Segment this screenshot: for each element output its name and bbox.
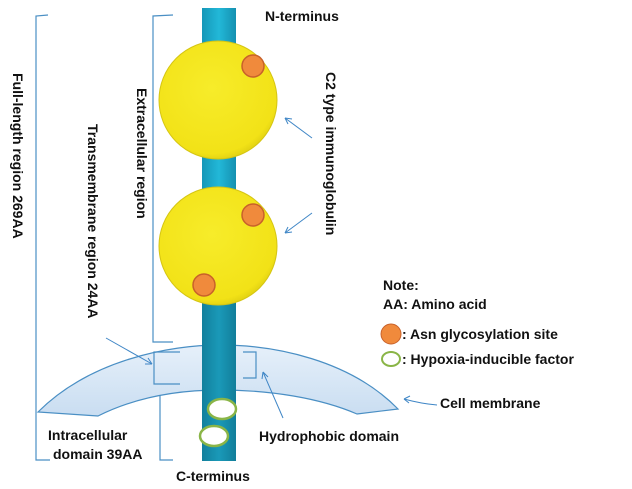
legend-hif-icon	[381, 351, 401, 367]
arrow-c2-domain-1	[284, 117, 313, 139]
cell-membrane-label: Cell membrane	[440, 395, 541, 411]
c2-domain-2	[158, 186, 278, 306]
full-length-bracket-lower	[35, 399, 50, 461]
c2-immunoglobulin-label: C2 type immunoglobulin	[323, 72, 339, 235]
arrow-transmembrane	[105, 337, 153, 365]
hif-site	[198, 424, 230, 448]
intracellular-label-line1: Intracellular	[48, 427, 128, 443]
intracellular-bracket	[159, 391, 173, 461]
hydrophobic-label: Hydrophobic domain	[259, 428, 399, 444]
intracellular-label-line2: domain 39AA	[53, 446, 142, 462]
legend-aa: AA: Amino acid	[383, 296, 487, 312]
hydrophobic-bracket	[243, 351, 257, 379]
legend-glycosylation-label: : Asn glycosylation site	[402, 326, 558, 342]
extracellular-bracket	[152, 14, 174, 343]
legend-hif-label: : Hypoxia-inducible factor	[402, 351, 574, 367]
c-terminus-label: C-terminus	[176, 468, 250, 484]
arrow-cell-membrane	[403, 395, 438, 406]
glycosylation-site	[241, 203, 265, 227]
transmembrane-box	[153, 351, 180, 385]
glycosylation-site	[241, 54, 265, 78]
full-length-bracket	[35, 14, 49, 399]
n-terminus-label: N-terminus	[265, 8, 339, 24]
extracellular-label: Extracellular region	[134, 88, 150, 219]
legend: Note: AA: Amino acid : Asn glycosylation…	[380, 277, 574, 367]
legend-note: Note:	[383, 277, 419, 293]
arrow-c2-domain-2	[284, 212, 313, 234]
hif-site	[206, 397, 238, 421]
full-length-label: Full-length region 269AA	[10, 73, 26, 239]
transmembrane-label: Transmembrane region 24AA	[85, 124, 101, 319]
legend-glycosylation-icon	[380, 323, 402, 345]
arrow-hydrophobic	[261, 371, 284, 419]
glycosylation-site	[192, 273, 216, 297]
